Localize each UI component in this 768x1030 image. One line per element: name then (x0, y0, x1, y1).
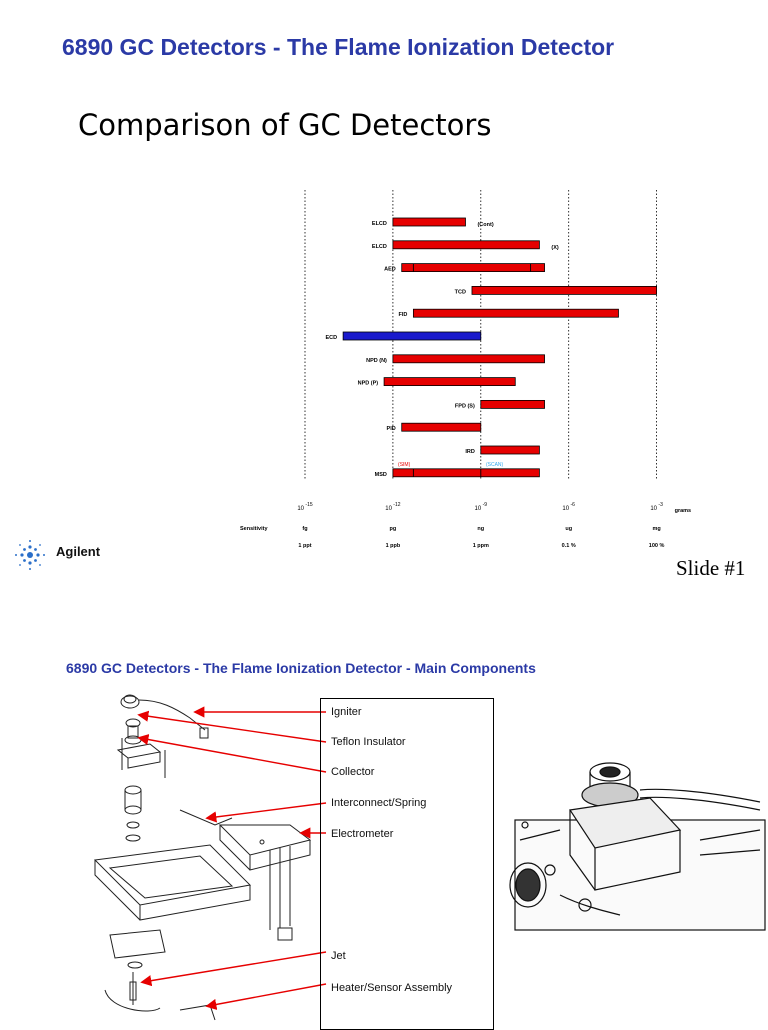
detector-bar (392, 217, 466, 227)
detector-label: NPD (N) (366, 358, 387, 364)
slide-number: Slide #1 (676, 556, 746, 580)
component-arrow (205, 983, 327, 1010)
component-arrow (137, 710, 327, 743)
x-mass-label: ug (565, 526, 572, 532)
x-mass-label: mg (652, 526, 660, 532)
slide2-title: 6890 GC Detectors - The Flame Ionization… (66, 660, 536, 676)
detector-label: ECD (325, 335, 337, 341)
detector-bar (392, 354, 545, 364)
x-concentration-label: 0.1 % (562, 543, 576, 549)
fid-photo-drawing (509, 762, 766, 931)
detector-comparison-chart: (Cont) (X) (SIM) (SCAN) ELCD ELCD AED TCD FID EC… (240, 190, 691, 549)
x-unit-label: grams (675, 508, 692, 514)
detector-bar (401, 263, 545, 272)
detector-label: ELCD (372, 244, 387, 250)
fid-components-diagram (93, 694, 766, 1021)
detector-bar (392, 468, 540, 478)
component-arrow (137, 734, 327, 773)
component-label-electrometer: Electrometer (331, 828, 394, 840)
detector-label: AED (384, 267, 396, 273)
chart-bars: (Cont) (X) (SIM) (SCAN) (342, 217, 658, 478)
component-arrow (140, 951, 327, 987)
chart-detector-labels: ELCD ELCD AED TCD FID ECD NPD (N) NPD (P) FPD (S… (325, 221, 474, 478)
x-mass-label: pg (390, 526, 397, 532)
component-arrows (137, 706, 327, 1010)
detector-bar (401, 422, 482, 432)
detector-label: PID (387, 426, 396, 432)
component-label-jet: Jet (331, 950, 346, 962)
detector-label: MSD (375, 472, 387, 478)
detector-bar (392, 240, 540, 250)
x-concentration-label: 1 ppt (298, 543, 311, 549)
detector-note: (SCAN) (486, 462, 504, 468)
detector-bar (480, 399, 545, 409)
component-arrow (205, 802, 327, 823)
x-tick-label: 10 -15 (297, 502, 313, 512)
detector-bar (342, 331, 482, 341)
detector-label: IRD (465, 449, 475, 455)
x-tick-label: 10 -9 (475, 502, 488, 512)
x-concentration-label: 100 % (649, 543, 665, 549)
x-mass-label: fg (302, 526, 307, 532)
detector-note: (Cont) (477, 222, 493, 228)
fid-exploded-view-drawing (93, 694, 312, 1021)
agilent-logo-text: Agilent (56, 544, 101, 559)
x-tick-label: 10 -12 (385, 502, 401, 512)
x-tick-label: 10 -6 (562, 502, 575, 512)
detector-label: FPD (S) (455, 403, 475, 409)
component-label-teflon-insulator: Teflon Insulator (331, 736, 406, 748)
detector-note: (SIM) (398, 462, 411, 468)
detector-bar (383, 377, 516, 387)
x-concentration-label: 1 ppb (386, 543, 401, 549)
component-label-heater-sensor: Heater/Sensor Assembly (331, 982, 453, 994)
detector-bar (480, 445, 540, 455)
detector-label: ELCD (372, 221, 387, 227)
detector-bar (412, 308, 619, 318)
detector-label: FID (399, 312, 408, 318)
detector-label: TCD (455, 289, 466, 295)
detector-label: NPD (P) (358, 381, 379, 387)
x-concentration-label: 1 ppm (473, 543, 489, 549)
chart-x-axis: 10 -15 fg 1 ppt 10 -12 pg 1 ppb 10 -9 ng 1 ppm 10… (240, 502, 691, 549)
slide-title: 6890 GC Detectors - The Flame Ionization… (62, 34, 615, 60)
agilent-spark-icon (15, 540, 45, 570)
sensitivity-label: Sensitivity (240, 526, 268, 532)
x-mass-label: ng (477, 526, 484, 532)
slide-subtitle: Comparison of GC Detectors (78, 108, 492, 142)
component-label-collector: Collector (331, 766, 375, 778)
component-label-interconnect-spring: Interconnect/Spring (331, 797, 427, 809)
detector-bar (471, 286, 658, 295)
detector-note: (X) (551, 245, 559, 251)
component-label-igniter: Igniter (331, 706, 362, 718)
x-tick-label: 10 -3 (650, 502, 663, 512)
